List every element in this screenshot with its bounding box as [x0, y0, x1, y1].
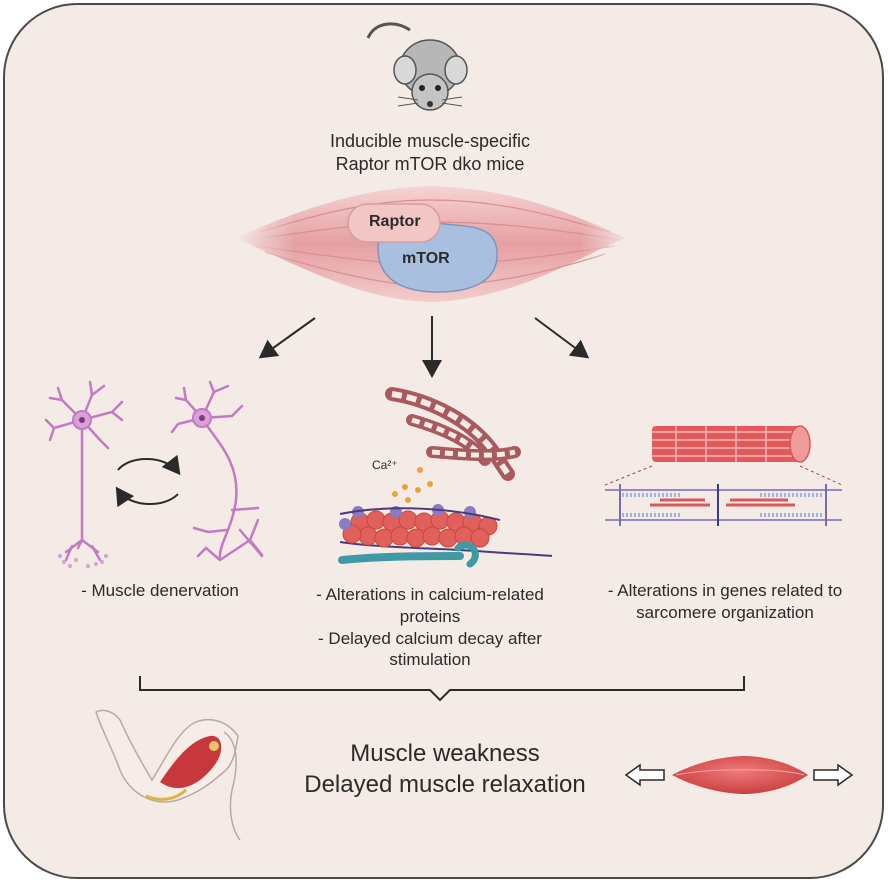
finding-sarcomere-line1: - Alterations in genes related to — [607, 581, 843, 600]
finding-calcium: - Alterations in calcium-related protein… — [270, 584, 590, 671]
outcome-line2: Delayed muscle relaxation — [304, 771, 586, 799]
finding-denervation: - Muscle denervation — [81, 581, 239, 600]
raptor-label: Raptor — [369, 213, 421, 230]
finding-calcium-line4: stimulation — [389, 650, 471, 670]
finding-sarcomere-line2: sarcomere organization — [636, 602, 814, 622]
muscle-icon — [672, 756, 808, 794]
calcium-label: Ca²⁺ — [372, 458, 398, 472]
neuron-icon — [44, 380, 264, 562]
mtor-label: mTOR — [402, 250, 450, 267]
sarcomere-icon — [605, 484, 842, 526]
convergence-bracket — [139, 676, 745, 702]
cycle-arrows-icon — [115, 454, 181, 508]
double-arrow-icon — [624, 763, 854, 787]
myofibril-icon — [604, 425, 843, 486]
arrow-right — [534, 317, 590, 359]
outcome-line1: Muscle weakness — [350, 740, 540, 767]
finding-calcium-line2: proteins — [399, 606, 461, 626]
model-title-line2: Raptor mTOR dko mice — [335, 154, 525, 175]
outcome-text: Muscle weakness Delayed muscle relaxatio… — [270, 738, 620, 800]
mouse-icon — [366, 22, 468, 111]
calcium-ions — [392, 467, 433, 503]
arm-icon — [95, 709, 241, 841]
arrow-left — [258, 317, 316, 359]
model-title: Inducible muscle-specific Raptor mTOR dk… — [260, 130, 600, 176]
finding-calcium-line3: - Delayed calcium decay after — [318, 628, 542, 648]
finding-calcium-line1: - Alterations in calcium-related — [316, 585, 544, 604]
actin-myosin-icon — [338, 504, 553, 568]
model-title-line1: Inducible muscle-specific — [329, 131, 531, 151]
finding-sarcomere: - Alterations in genes related to sarcom… — [585, 580, 865, 624]
sarcoplasmic-reticulum-icon — [385, 387, 521, 481]
raptor-shape — [347, 203, 441, 243]
